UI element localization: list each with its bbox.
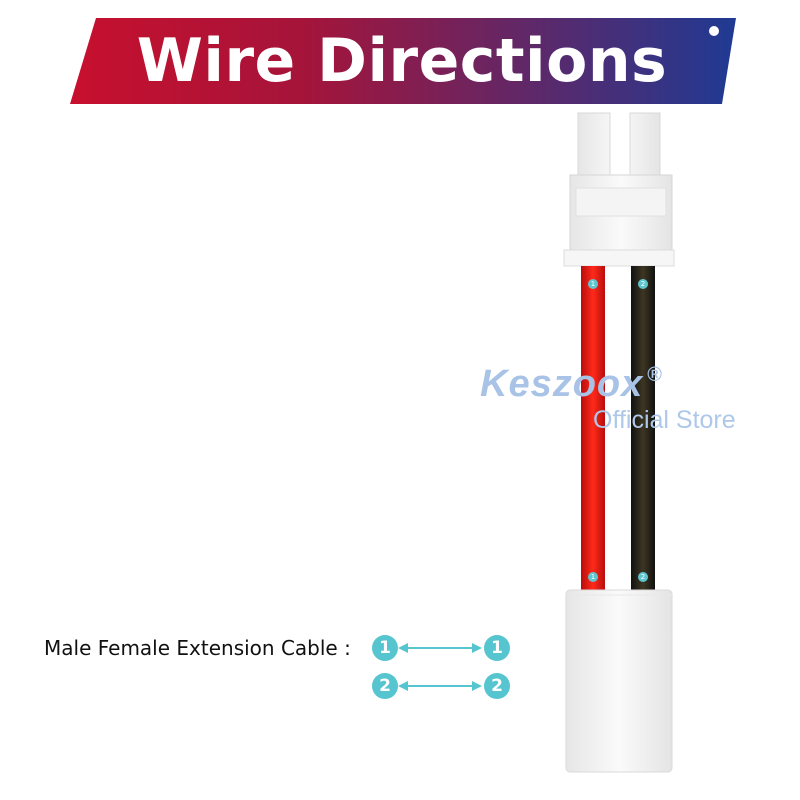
legend-arrows [398,643,482,691]
legend-badge-from-2: 2 [372,673,398,699]
watermark: Keszoox® Official Store [480,363,736,434]
female-housing [565,589,673,773]
connector-base [563,249,675,267]
banner-hole-dot [709,26,719,36]
pin-label-top-1: 1 [588,279,598,289]
pin-label-top-2: 2 [638,279,648,289]
legend-badge-to-1: 1 [484,635,510,661]
legend-badge-to-2: 2 [484,673,510,699]
banner-shape [70,18,736,104]
arrow-head-right-2 [472,681,482,691]
legend-label: Male Female Extension Cable : [44,636,351,660]
male-connector [563,112,675,267]
pin-label-bottom-2: 2 [638,572,648,582]
arrow-head-right-1 [472,643,482,653]
banner-title: Wire Directions [136,26,668,96]
red-wire [581,266,605,591]
banner-background [70,18,736,104]
female-connector [565,589,673,773]
watermark-registered: ® [647,364,663,386]
connector-latch [577,112,661,181]
black-wire [631,266,655,591]
watermark-store: Official Store [593,406,736,434]
connector-ridge [575,187,667,217]
watermark-brand: Keszoox [480,363,644,405]
arrow-head-left-2 [398,681,408,691]
arrow-head-left-1 [398,643,408,653]
legend-badge-from-1: 1 [372,635,398,661]
pin-label-bottom-1: 1 [588,572,598,582]
